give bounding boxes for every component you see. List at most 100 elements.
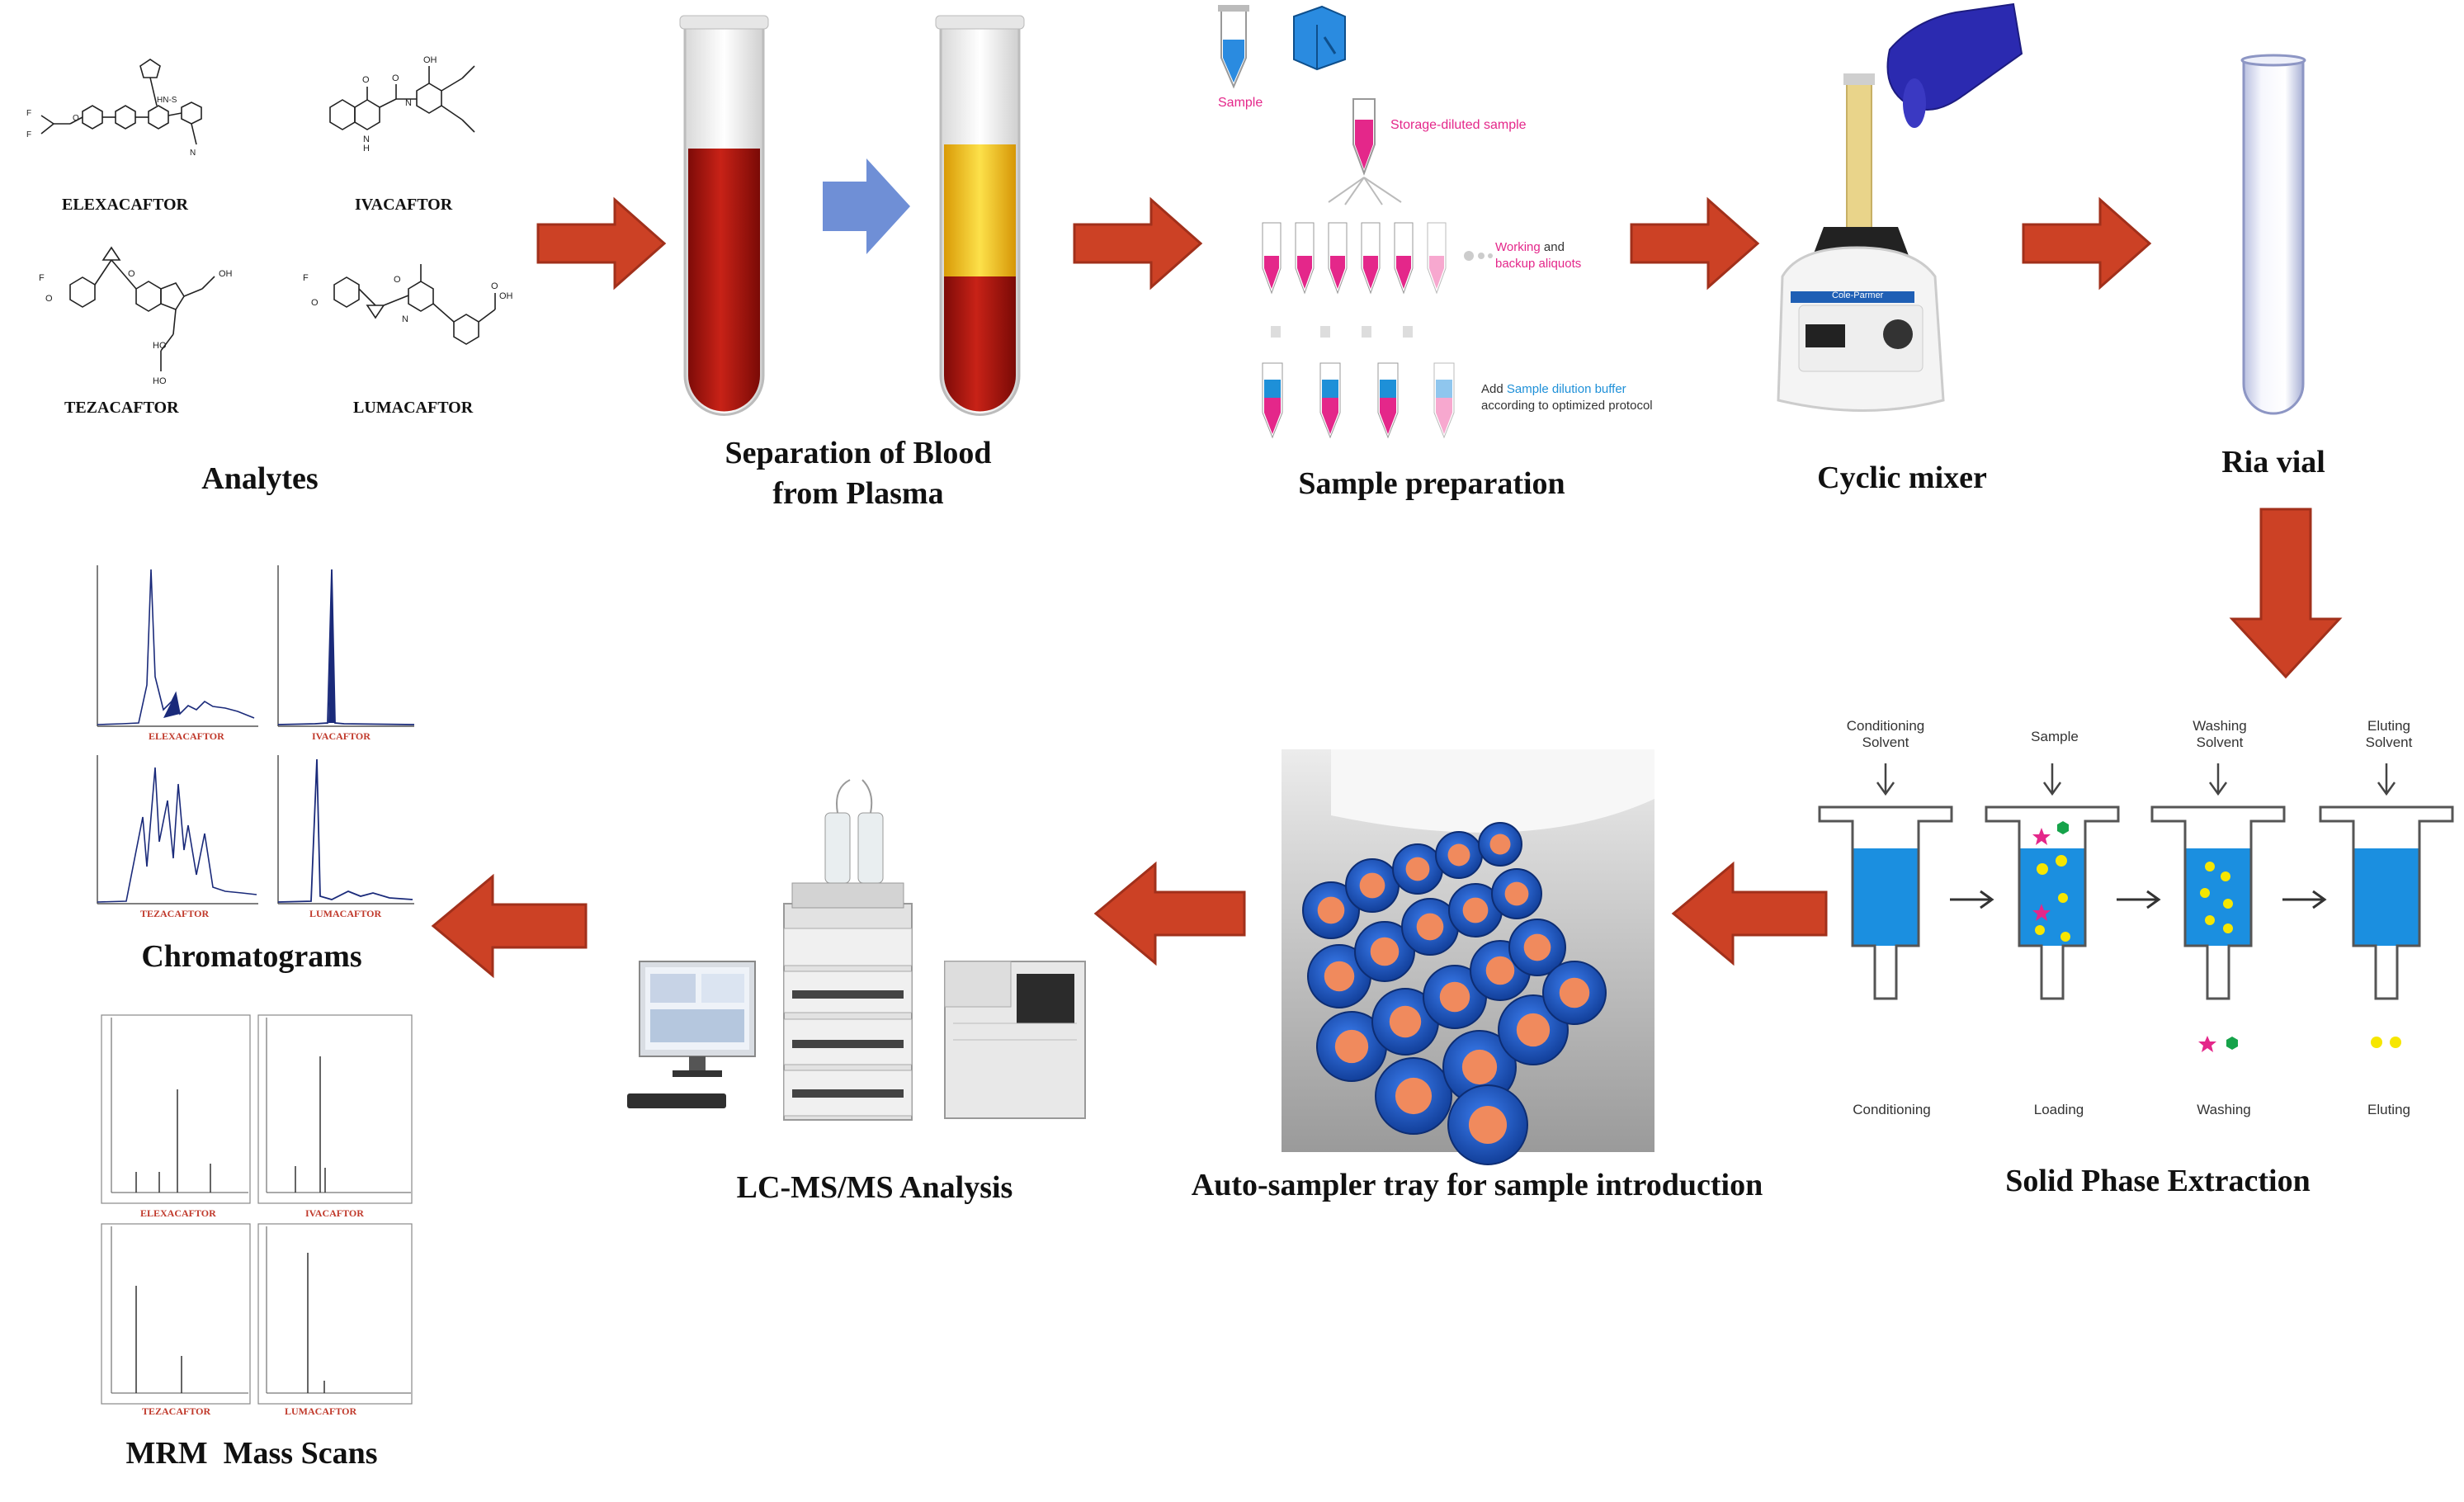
svg-text:O: O: [394, 275, 401, 285]
analyte-label-tezacaftor: TEZACAFTOR: [64, 399, 179, 417]
spe-caption: Solid Phase Extraction: [2005, 1164, 2311, 1198]
spe-bottom-label-3: Washing: [2197, 1102, 2251, 1117]
svg-text:O: O: [311, 298, 319, 308]
chromatogram-elexacaftor: [97, 565, 258, 727]
spe-cartridges: [1818, 763, 2454, 1052]
mrm-title-elexacaftor: ELEXACAFTOR: [140, 1207, 216, 1219]
chromatogram-ivacaftor: [277, 565, 415, 727]
spe-cartridge-conditioning: [1818, 805, 1953, 1000]
analyte-label-lumacaftor: LUMACAFTOR: [353, 399, 474, 417]
spe-top-label-2: Sample: [2031, 729, 2079, 744]
vial-septum: [1334, 1029, 1369, 1064]
vial-septum: [1489, 834, 1511, 855]
add-text: Add: [1481, 382, 1507, 396]
vial-septum: [1405, 857, 1430, 881]
svg-text:O: O: [73, 114, 79, 123]
svg-text:F: F: [303, 273, 309, 283]
svg-text:H: H: [363, 144, 370, 154]
storage-tube: [1352, 98, 1376, 176]
vial-septum: [1468, 1105, 1508, 1145]
blue-transition-arrow: [823, 158, 910, 254]
analytes-caption: Analytes: [201, 461, 319, 496]
svg-text:N: N: [190, 149, 196, 158]
svg-text:F: F: [39, 273, 45, 283]
vial-septum: [1447, 843, 1470, 867]
spe-top-label-4: Eluting Solvent: [2365, 718, 2413, 750]
spe-cartridge-loading: [1985, 805, 2120, 1000]
aliquots-label: Working and backup aliquots: [1495, 239, 1581, 272]
mrm-scan-elexacaftor: [101, 1014, 251, 1204]
svg-text:O: O: [491, 281, 498, 291]
flow-arrow-down: [2229, 508, 2343, 679]
working-text: Working: [1495, 240, 1541, 254]
chromatogram-title-lumacaftor: LUMACAFTOR: [309, 908, 382, 919]
sample-label: Sample: [1218, 96, 1263, 110]
flow-arrow-left-1: [1671, 861, 1828, 966]
chromatogram-title-elexacaftor: ELEXACAFTOR: [149, 730, 224, 742]
spe-bottom-label-2: Loading: [2033, 1102, 2084, 1117]
vial-septum: [1516, 1013, 1551, 1047]
analyte-label-elexacaftor: ELEXACAFTOR: [62, 196, 188, 214]
chromatogram-lumacaftor: [277, 755, 414, 905]
svg-text:N: N: [405, 98, 412, 108]
vial-septum: [1461, 1049, 1498, 1085]
mass-spectrometer: [944, 961, 1086, 1119]
svg-text:F: F: [26, 130, 31, 139]
vial-septum: [1523, 933, 1551, 961]
vial-septum: [1559, 977, 1590, 1008]
storage-diluted-label: Storage-diluted sample: [1390, 118, 1527, 132]
svg-text:O: O: [128, 269, 135, 279]
mrm-scan-tezacaftor: [101, 1223, 251, 1405]
vial-septum: [1416, 913, 1444, 941]
svg-text:OH: OH: [423, 55, 437, 65]
autosampler-caption: Auto-sampler tray for sample introductio…: [1191, 1168, 1763, 1202]
vial-septum: [1389, 1005, 1422, 1038]
cyclic-mixer-image: [1777, 2, 2023, 412]
analyte-label-ivacaftor: IVACAFTOR: [355, 196, 453, 214]
flow-arrow-right-3: [1630, 196, 1760, 290]
flow-arrow-right-2: [1073, 196, 1203, 290]
vial-septum: [1439, 981, 1470, 1013]
spe-bottom-label-4: Eluting: [2367, 1102, 2410, 1117]
vial-septum: [1324, 961, 1355, 992]
backup-text: backup aliquots: [1495, 257, 1582, 271]
protocol-text: according to optimized protocol: [1481, 399, 1653, 413]
buffer-text: Sample dilution buffer: [1506, 382, 1626, 396]
computer-monitor: [627, 961, 756, 1108]
svg-text:F: F: [26, 109, 31, 118]
hplc-stack: [783, 779, 913, 1121]
flow-arrow-left-2: [1093, 861, 1246, 966]
freezer-box-icon: [1293, 5, 1346, 71]
buffer-label: Add Sample dilution buffer according to …: [1481, 381, 1653, 414]
autosampler-tray-image: [1282, 749, 1654, 1165]
flow-arrow-left-3: [431, 873, 588, 979]
sample-tube-icon: [1218, 5, 1249, 89]
mrm-title-ivacaftor: IVACAFTOR: [305, 1207, 364, 1219]
blood-tube-separated: [935, 15, 1025, 416]
ria-vial-image: [2240, 54, 2306, 415]
vial-septum: [1317, 896, 1345, 924]
mixer-brand-label: Cole-Parmer: [1832, 290, 1884, 300]
svg-text:N: N: [363, 135, 370, 144]
svg-text:OH: OH: [499, 291, 513, 301]
spe-cartridge-washing: [2150, 805, 2286, 1052]
chromatogram-title-ivacaftor: IVACAFTOR: [312, 730, 371, 742]
spe-cartridge-eluting: [2319, 805, 2454, 1048]
working-and-text: and: [1540, 240, 1565, 254]
vial-septum: [1359, 872, 1385, 899]
svg-text:O: O: [45, 294, 53, 304]
svg-text:HO: HO: [153, 341, 167, 351]
mrm-caption: MRM Mass Scans: [125, 1436, 378, 1471]
vial-septum: [1370, 937, 1400, 966]
chromatogram-tezacaftor: [97, 755, 258, 905]
flow-arrow-right-4: [2022, 196, 2152, 290]
sample-preparation-graphic: [1218, 5, 1493, 439]
spe-top-label-3: Washing Solvent: [2193, 718, 2247, 750]
svg-text:OH: OH: [219, 269, 233, 279]
cyclic-mixer-caption: Cyclic mixer: [1817, 461, 1987, 495]
diluted-tubes-row: [1262, 362, 1455, 439]
lcms-instrument-image: [627, 779, 1086, 1121]
